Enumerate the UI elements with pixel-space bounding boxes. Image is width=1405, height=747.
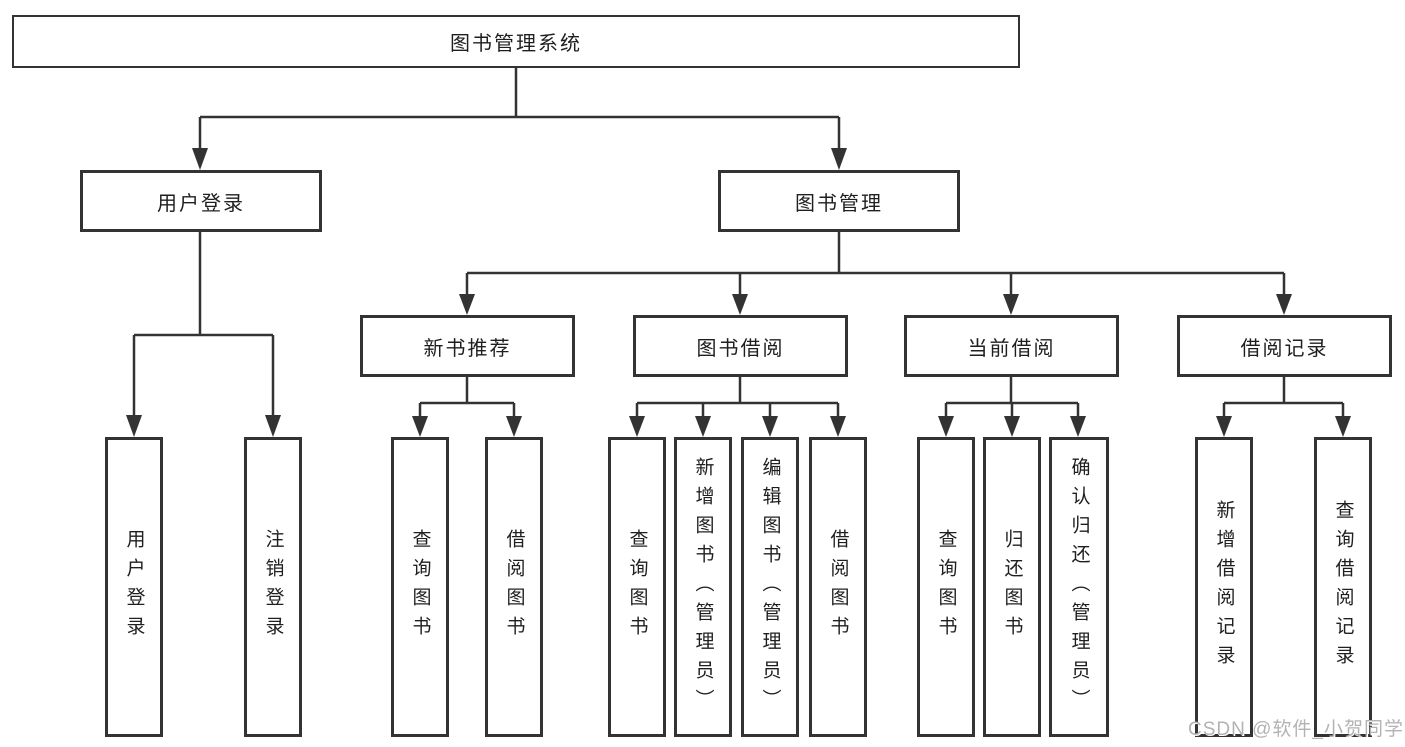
leaf-user-login: 用户登录 (105, 437, 163, 737)
leaf-add-books-admin: 新增图书（管理员） (674, 437, 732, 737)
leaf-borrow-books-recommend-label: 借阅图书 (503, 529, 525, 645)
leaf-query-borrow-record: 查询借阅记录 (1314, 437, 1372, 737)
leaf-logout-label: 注销登录 (262, 529, 284, 645)
leaf-add-borrow-record-label: 新增借阅记录 (1213, 500, 1235, 674)
leaf-confirm-return-admin-label: 确认归还（管理员） (1068, 456, 1090, 718)
leaf-query-books-current-label: 查询图书 (935, 529, 957, 645)
leaf-edit-books-admin-label: 编辑图书（管理员） (759, 456, 781, 718)
node-new-book-recommend-label: 新书推荐 (423, 337, 512, 360)
csdn-watermark: CSDN @软件_小贺同学 (1188, 719, 1404, 740)
leaf-query-borrow-record-label: 查询借阅记录 (1332, 500, 1354, 674)
leaf-query-books-recommend: 查询图书 (391, 437, 449, 737)
leaf-logout: 注销登录 (244, 437, 302, 737)
leaf-add-borrow-record: 新增借阅记录 (1195, 437, 1253, 737)
leaf-return-books-label: 归还图书 (1001, 529, 1023, 645)
leaf-borrow-books-label: 借阅图书 (827, 529, 849, 645)
node-borrow-records: 借阅记录 (1177, 315, 1392, 377)
node-user-login: 用户登录 (80, 170, 322, 232)
leaf-confirm-return-admin: 确认归还（管理员） (1049, 437, 1109, 737)
node-user-login-label: 用户登录 (157, 192, 245, 215)
leaf-borrow-books: 借阅图书 (809, 437, 867, 737)
node-current-borrow-label: 当前借阅 (967, 337, 1056, 360)
node-root: 图书管理系统 (12, 15, 1020, 68)
leaf-return-books: 归还图书 (983, 437, 1041, 737)
leaf-add-books-admin-label: 新增图书（管理员） (692, 456, 714, 718)
leaf-query-books-borrow-label: 查询图书 (626, 529, 648, 645)
node-book-borrow-label: 图书借阅 (696, 337, 785, 360)
node-book-borrow: 图书借阅 (633, 315, 848, 377)
leaf-query-books-recommend-label: 查询图书 (409, 529, 431, 645)
leaf-user-login-label: 用户登录 (123, 529, 145, 645)
leaf-query-books-current: 查询图书 (917, 437, 975, 737)
leaf-borrow-books-recommend: 借阅图书 (485, 437, 543, 737)
leaf-query-books-borrow: 查询图书 (608, 437, 666, 737)
node-current-borrow: 当前借阅 (904, 315, 1119, 377)
node-root-label: 图书管理系统 (450, 33, 582, 55)
node-borrow-records-label: 借阅记录 (1240, 337, 1329, 360)
leaf-edit-books-admin: 编辑图书（管理员） (741, 437, 799, 737)
node-book-management-label: 图书管理 (795, 192, 883, 215)
node-book-management: 图书管理 (718, 170, 960, 232)
node-new-book-recommend: 新书推荐 (360, 315, 575, 377)
